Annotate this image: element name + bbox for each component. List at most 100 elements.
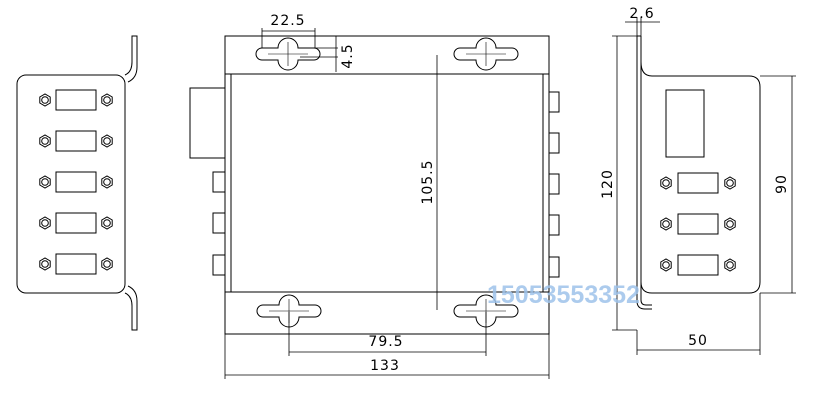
dim-label-120: 120 [600,169,616,199]
connector-body [677,172,719,194]
hex-nut-outline [39,257,51,271]
connector-body [55,253,97,275]
hex-nut-bore [41,96,49,104]
slot-outline [453,37,519,71]
dim-label-22-5: 22.5 [270,13,305,29]
left-db-connector-1 [39,89,113,111]
slot-outline [453,294,519,328]
hex-nut-bore [662,220,670,228]
hex-nut-bore [103,178,111,186]
connector-left-nut [39,216,51,230]
connector-right-nut [101,175,113,189]
slot-top-left [255,37,321,71]
hex-nut-bore [41,137,49,145]
hex-nut-outline [39,216,51,230]
connector-left-nut [39,93,51,107]
connector-right-nut [101,93,113,107]
connector-left-nut [660,176,672,190]
hex-nut-outline [724,258,736,272]
hex-nut-bore [41,260,49,268]
right-db-connector-1 [660,172,736,194]
connector-body [55,89,97,111]
connector-body [677,254,719,276]
right-flange-inner [640,36,652,306]
hex-nut-outline [724,176,736,190]
center-right-port-5 [548,256,560,278]
connector-right-nut [101,134,113,148]
connector-left-nut [39,175,51,189]
left-panel-view [16,35,138,331]
center-right-port-1 [548,91,560,113]
hex-nut-outline [39,93,51,107]
hex-nut-outline [101,216,113,230]
connector-body [55,171,97,193]
hex-nut-outline [660,176,672,190]
center-right-port-2 [548,132,560,154]
connector-right-nut [724,258,736,272]
left-db-connector-5 [39,253,113,275]
dim-label-133: 133 [370,358,400,374]
left-connector-group [39,89,113,275]
connector-left-nut [39,257,51,271]
center-left-port-3 [212,254,226,276]
dim-label-90: 90 [774,174,790,194]
right-big-port [665,89,705,158]
left-db-connector-3 [39,171,113,193]
connector-body [677,213,719,235]
left-panel-outline [16,74,126,294]
right-db-connector-3 [660,254,736,276]
connector-right-nut [724,217,736,231]
hex-nut-bore [103,96,111,104]
hex-nut-bore [41,178,49,186]
slot-outline [255,37,321,71]
mounting-slot-group [255,37,519,328]
right-connector-group [660,172,736,276]
hex-nut-outline [39,134,51,148]
right-body-outline [640,61,761,294]
center-top-view [189,35,560,335]
center-left-port-2 [212,212,226,234]
dimension-labels: 22.5 4.5 105.5 79.5 133 2.6 120 90 50 [270,6,790,374]
dim-label-79-5: 79.5 [368,334,403,350]
left-bottom-flange [124,285,138,331]
slot-top-right [453,37,519,71]
dim-label-50: 50 [688,333,708,349]
hex-nut-bore [726,261,734,269]
hex-nut-bore [103,219,111,227]
hex-nut-bore [103,260,111,268]
left-top-flange [124,35,138,83]
hex-nut-bore [662,179,670,187]
phone-watermark: 15053553352 [487,281,640,309]
center-left-big-port [189,87,226,159]
connector-left-nut [660,217,672,231]
right-side-view [636,35,761,310]
hex-nut-outline [101,93,113,107]
hex-nut-outline [660,217,672,231]
connector-body [55,212,97,234]
hex-nut-outline [101,134,113,148]
dim-label-4-5: 4.5 [340,43,356,68]
connector-right-nut [724,176,736,190]
right-flange-outer [636,36,652,310]
hex-nut-outline [39,175,51,189]
center-left-port-1 [212,171,226,193]
connector-body [55,130,97,152]
hex-nut-bore [103,137,111,145]
hex-nut-bore [662,261,670,269]
center-right-port-group [548,91,560,278]
connector-right-nut [101,257,113,271]
connector-right-nut [101,216,113,230]
hex-nut-outline [101,175,113,189]
connector-left-nut [660,258,672,272]
dimension-lines [224,17,796,379]
hex-nut-bore [726,220,734,228]
center-right-port-3 [548,173,560,195]
hex-nut-bore [726,179,734,187]
hex-nut-bore [41,219,49,227]
right-db-connector-2 [660,213,736,235]
slot-outline [256,294,322,328]
hex-nut-outline [660,258,672,272]
hex-nut-outline [101,257,113,271]
dim-label-105-5: 105.5 [420,159,436,204]
